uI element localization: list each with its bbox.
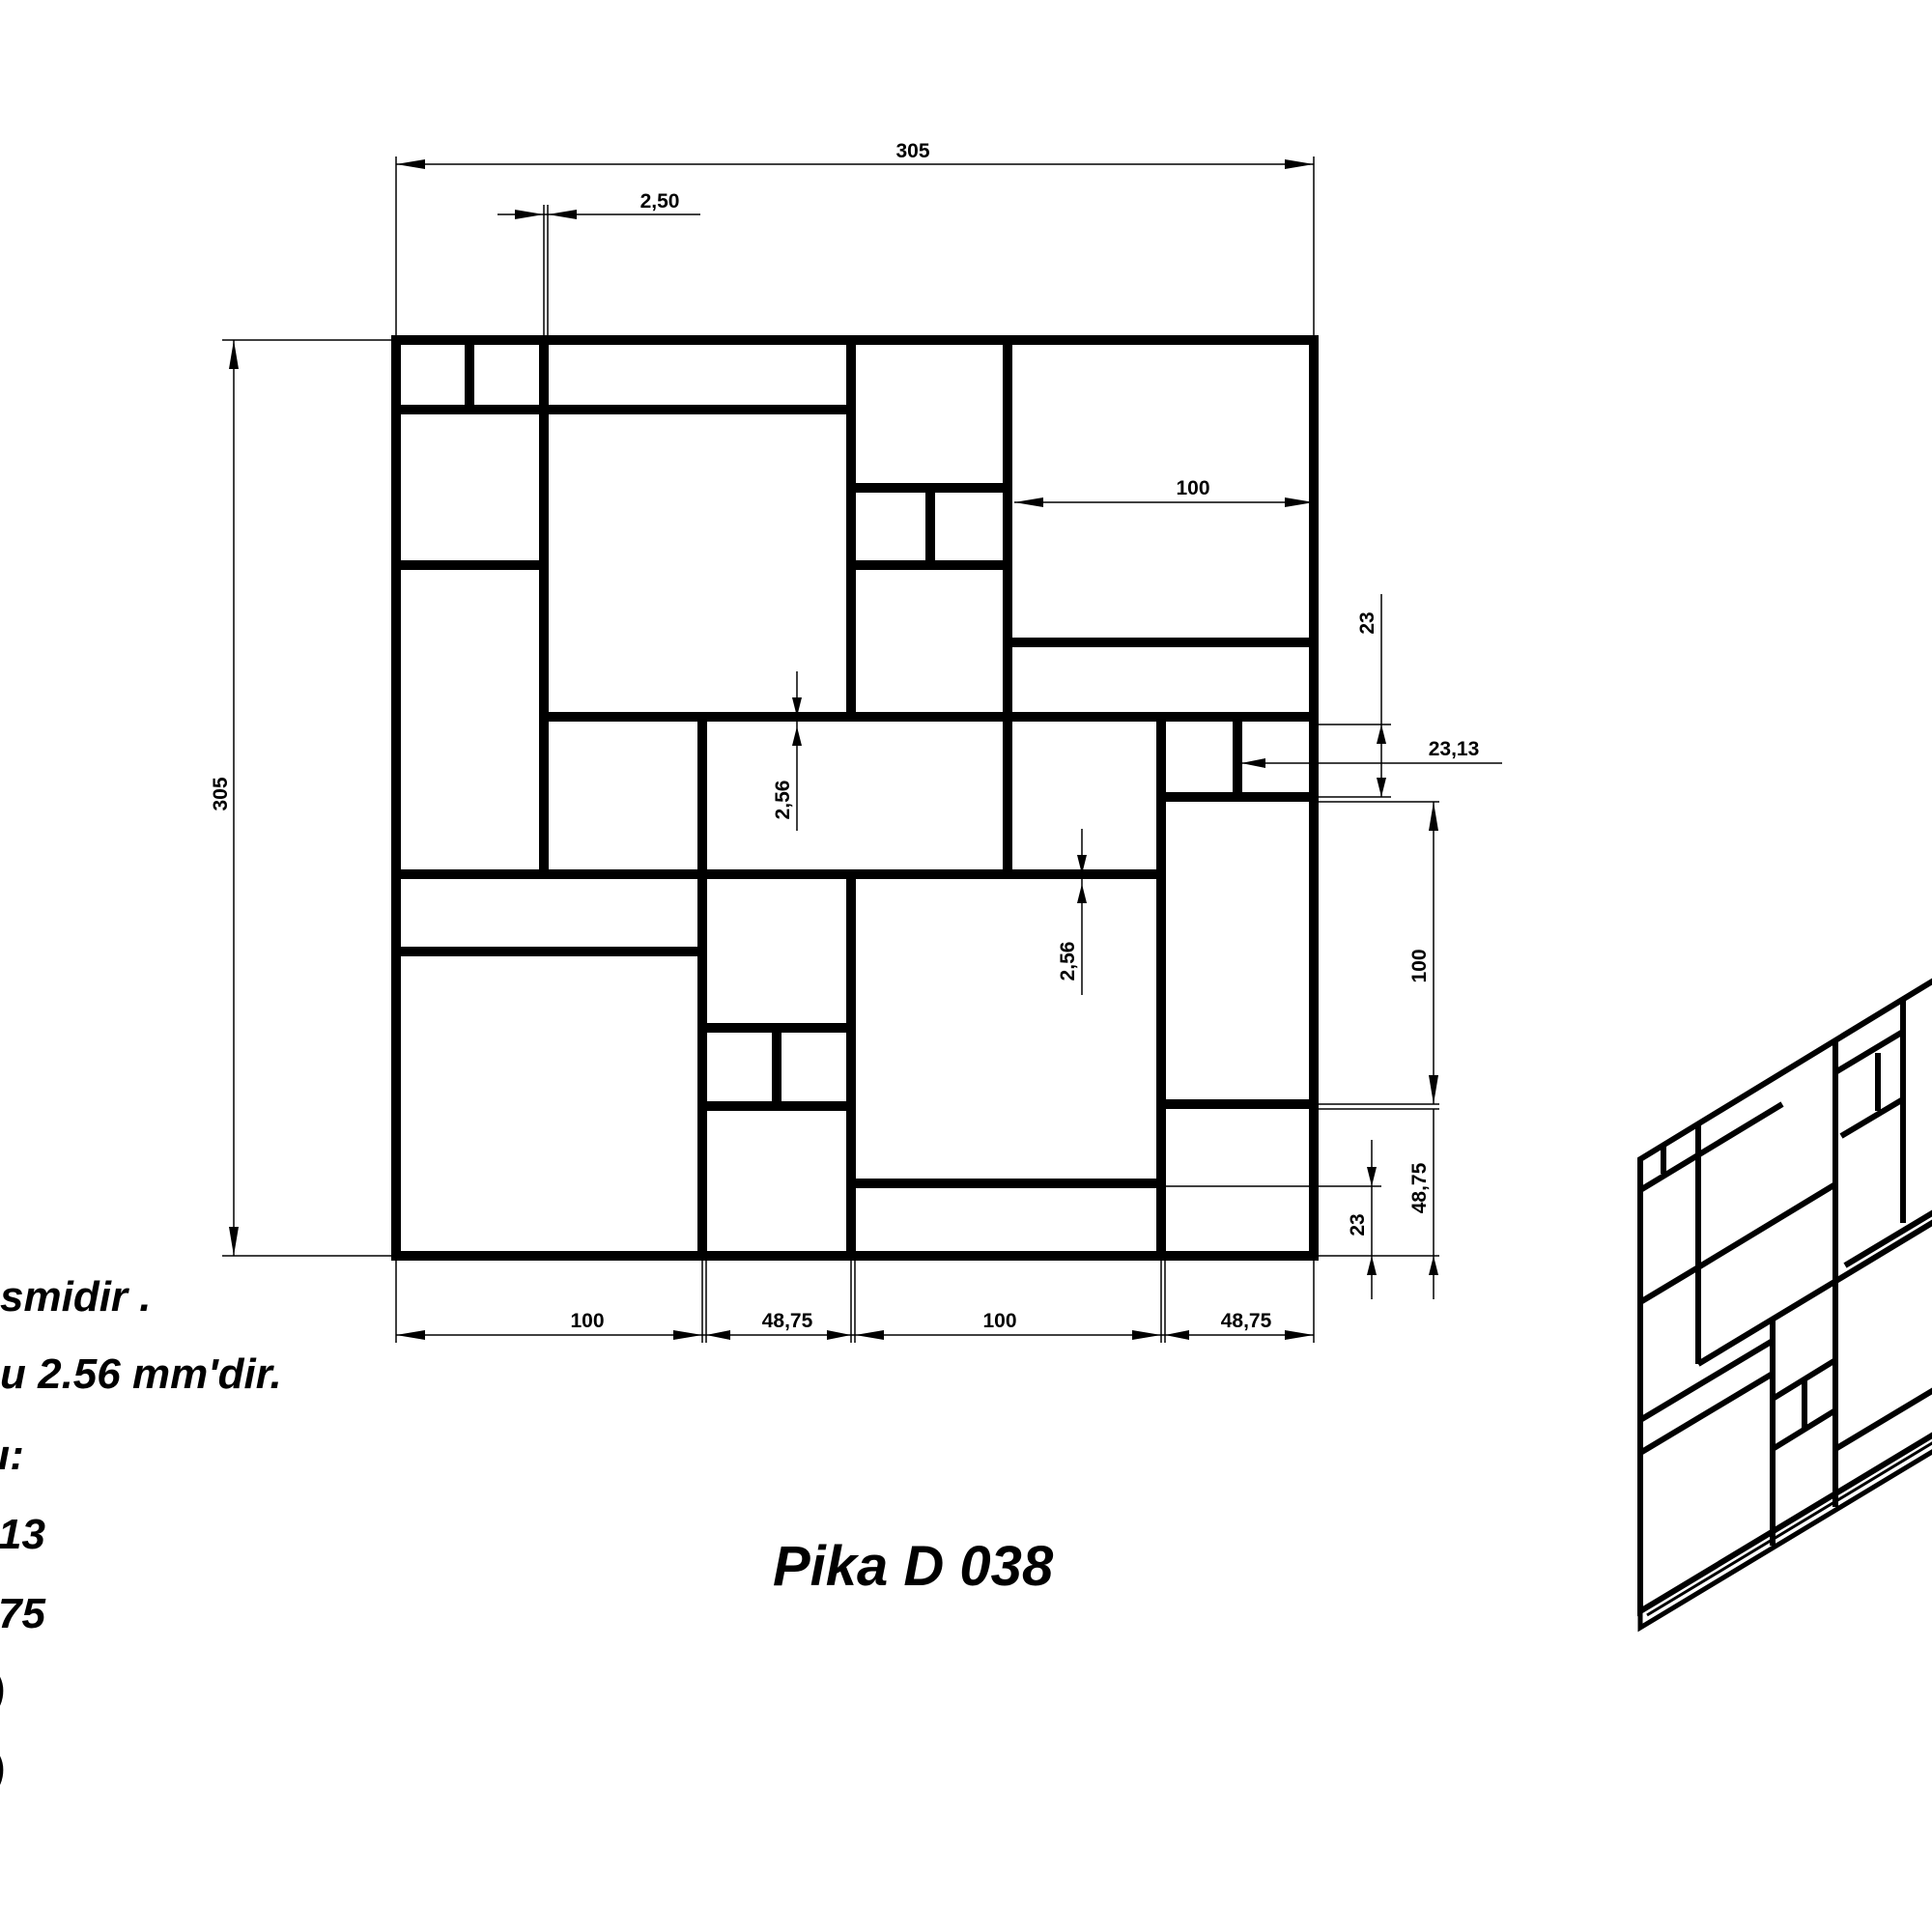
dim-bottom-48-75-b: 48,75 bbox=[1221, 1310, 1272, 1332]
note-line-3: ı: bbox=[0, 1432, 24, 1479]
dim-2-56-a: 2,56 bbox=[772, 781, 794, 820]
dim-bottom-100-a: 100 bbox=[570, 1310, 604, 1332]
note-line-5: 75 bbox=[0, 1590, 45, 1637]
dim-inner-100: 100 bbox=[1176, 477, 1209, 499]
note-line-4: 13 bbox=[0, 1511, 45, 1558]
drawing-title: Pika D 038 bbox=[773, 1535, 1054, 1598]
dim-bottom-100-b: 100 bbox=[982, 1310, 1016, 1332]
dim-23-13: 23,13 bbox=[1429, 738, 1480, 760]
dim-overall-width: 305 bbox=[895, 140, 929, 162]
dim-overall-height: 305 bbox=[210, 777, 232, 810]
dim-right-100: 100 bbox=[1408, 949, 1431, 982]
note-line-6: ) bbox=[0, 1669, 5, 1718]
dim-right-48-75: 48,75 bbox=[1408, 1162, 1431, 1213]
dimension-labels: 305 2,50 305 100 23 23,13 2,56 2,56 100 … bbox=[210, 140, 1479, 1332]
dim-2-56-b: 2,56 bbox=[1057, 942, 1079, 981]
dim-bottom-48-75-a: 48,75 bbox=[762, 1310, 813, 1332]
dim-gap: 2,50 bbox=[640, 190, 680, 213]
dim-right-23: 23 bbox=[1347, 1213, 1369, 1236]
note-line-7: ) bbox=[0, 1748, 5, 1797]
dimension-lines bbox=[222, 156, 1502, 1343]
dim-23-top: 23 bbox=[1356, 611, 1378, 634]
note-line-1: smidir . bbox=[0, 1273, 152, 1321]
note-line-2: u 2.56 mm'dir. bbox=[0, 1350, 282, 1398]
front-view bbox=[391, 335, 1319, 1261]
isometric-view bbox=[1637, 978, 1932, 1633]
arrowheads bbox=[229, 159, 1438, 1340]
